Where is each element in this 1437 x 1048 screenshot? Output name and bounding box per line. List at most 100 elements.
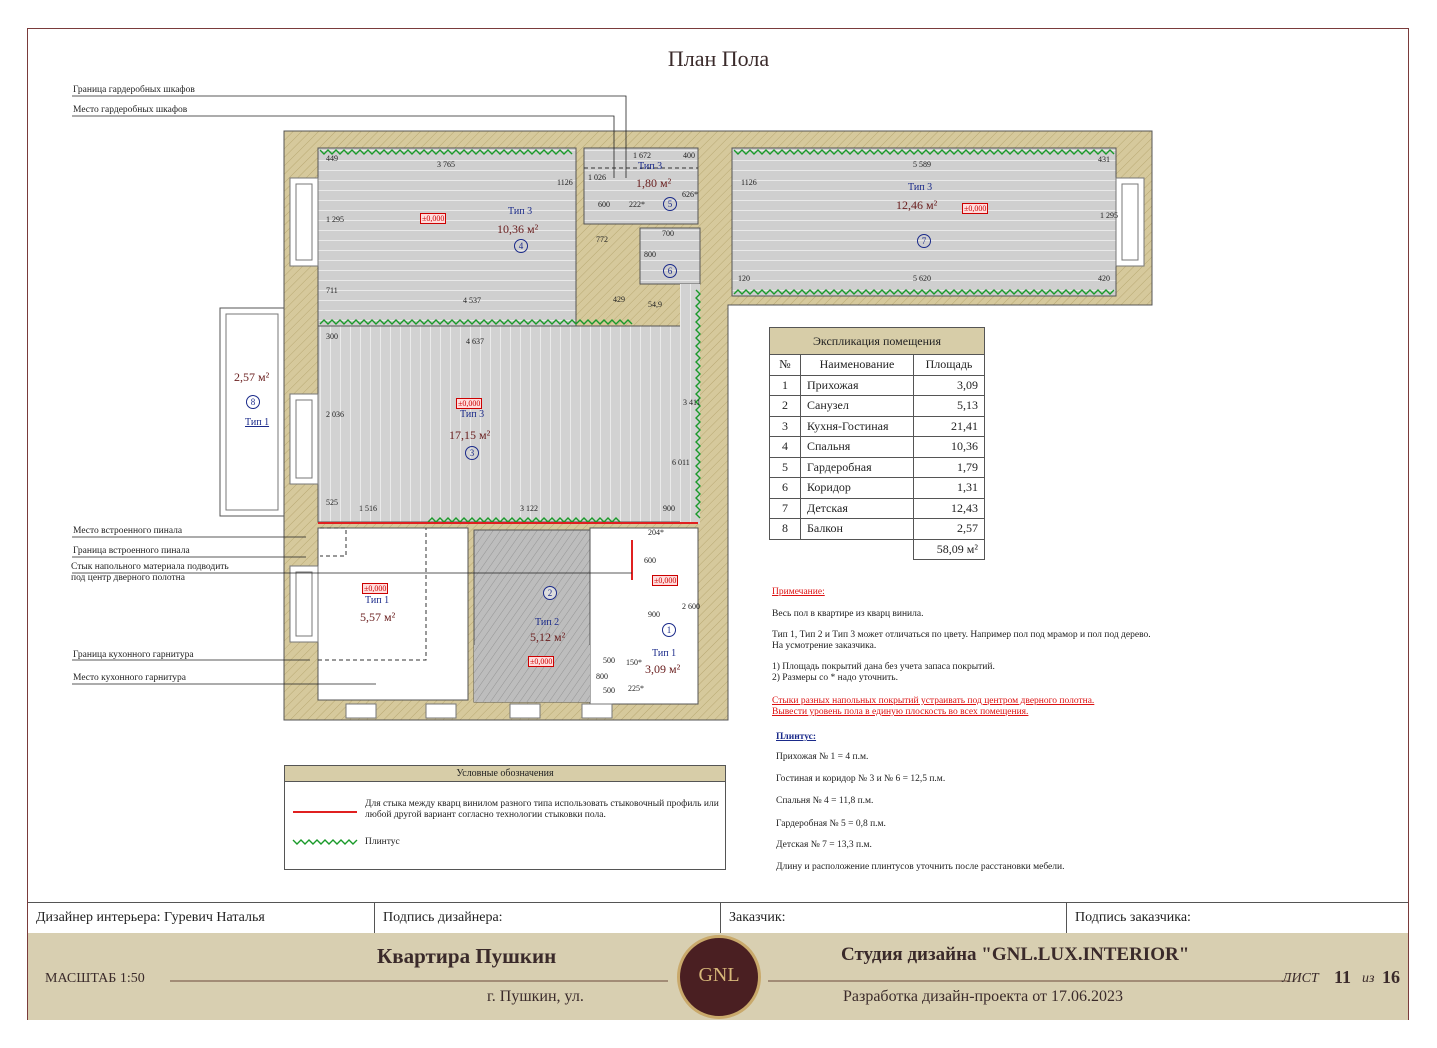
cell: 1: [769, 374, 801, 396]
legend-symbols: [292, 811, 358, 845]
legend-item-plinth: Плинтус: [365, 837, 400, 847]
dim: 204*: [648, 528, 664, 537]
cell: 7: [769, 497, 801, 519]
note-warning: Вывести уровень пола в единую плоскость …: [772, 707, 1029, 717]
callout-wardrobe-place: Место гардеробных шкафов: [73, 105, 188, 115]
dim: 400: [683, 151, 695, 160]
floor-plan: [72, 95, 1153, 721]
dashed-borders: [318, 167, 698, 661]
designer-signature: Подпись дизайнера:: [374, 903, 720, 933]
room-3-num: 3: [465, 446, 479, 460]
cell: Спальня: [800, 436, 914, 458]
dim: 500: [603, 656, 615, 665]
room-4-level: ±0,000: [420, 213, 447, 224]
dim: 711: [326, 286, 338, 295]
dim: 449: [326, 154, 338, 163]
dim: 800: [596, 672, 608, 681]
plinth-item: Спальня № 4 = 11,8 п.м.: [776, 796, 874, 806]
page-title: План Пола: [667, 46, 770, 71]
cell: 6: [769, 477, 801, 499]
cell: 2: [769, 395, 801, 417]
room-2-type: Тип 2: [535, 617, 560, 628]
room-4-area: 10,36 м²: [497, 222, 539, 236]
kitchen-area: 5,57 м²: [360, 610, 396, 624]
cell: 3,09: [913, 374, 985, 396]
plinth-heading: Плинтус:: [776, 732, 817, 742]
room-3-area: 17,15 м²: [449, 428, 491, 442]
cell: 10,36: [913, 436, 985, 458]
room-4-num: 4: [514, 239, 528, 253]
windows: [289, 177, 1145, 719]
callout-kitchen-border: Граница кухонного гарнитура: [73, 650, 194, 660]
sheet-number: 11: [1334, 967, 1352, 987]
legend-title: Условные обозначения: [285, 766, 725, 782]
dim: 5 620: [913, 274, 931, 283]
dim: 525: [326, 498, 338, 507]
cell: 5,13: [913, 395, 985, 417]
cell: 8: [769, 518, 801, 540]
legend-item-joint: Для стыка между кварц винилом разного ти…: [365, 799, 719, 820]
note-warning: Стыки разных напольных покрытий устраива…: [772, 696, 1095, 706]
dim: 500: [603, 686, 615, 695]
cell: Прихожая: [800, 374, 914, 396]
cell: 2,57: [913, 518, 985, 540]
dim: 1126: [557, 178, 573, 187]
room-1-type: Тип 1: [652, 648, 677, 659]
plinth-item: Прихожая № 1 = 4 п.м.: [776, 752, 869, 762]
dim: 1 295: [326, 215, 344, 224]
room-7-floor: [731, 147, 1117, 297]
room-1-bath-overlap: [474, 645, 590, 702]
room-3-type: Тип 3: [460, 409, 485, 420]
callout-builtin-place: Место встроенного пинала: [73, 526, 183, 536]
scale: МАСШТАБ 1:50: [45, 971, 145, 986]
notes-heading: Примечание:: [772, 587, 825, 597]
dim: 120: [738, 274, 750, 283]
room-2-area: 5,12 м²: [530, 630, 566, 644]
note-text: 2) Размеры со * надо уточнить.: [772, 673, 898, 683]
cell: 12,43: [913, 497, 985, 519]
note-text: Весь пол в квартире из кварц винила.: [772, 609, 924, 619]
room-6-num: 6: [663, 264, 677, 278]
dim: 431: [1098, 155, 1110, 164]
callout-leaders: [72, 95, 632, 685]
room-7-num: 7: [917, 234, 931, 248]
cell: Санузел: [800, 395, 914, 417]
room-8-type: Тип 1: [245, 417, 270, 428]
dim: 3 765: [437, 160, 455, 169]
dim: 1 672: [633, 151, 651, 160]
room-8-area: 2,57 м²: [234, 370, 270, 384]
room-3-level: ±0,000: [456, 398, 483, 409]
plinth-item: Гардеробная № 5 = 0,8 п.м.: [776, 819, 886, 829]
room-5-num: 5: [663, 197, 677, 211]
development-date: Разработка дизайн-проекта от 17.06.2023: [843, 988, 1124, 1005]
dim: 1 295: [1100, 211, 1118, 220]
dim: 772: [596, 235, 608, 244]
kitchen-floor: [317, 527, 469, 701]
room-4-type: Тип 3: [508, 206, 533, 217]
dim: 150*: [626, 658, 642, 667]
band-rules: [170, 980, 1288, 982]
col-header: Наименование: [800, 354, 914, 376]
room-4-floor: [317, 147, 577, 327]
note-text: Тип 1, Тип 2 и Тип 3 может отличаться по…: [772, 630, 1151, 640]
callout-wardrobe-border: Граница гардеробных шкафов: [73, 85, 195, 95]
dim: 1 516: [359, 504, 377, 513]
cell: Коридор: [800, 477, 914, 499]
sheet-total: 16: [1382, 967, 1400, 987]
room-7-level: ±0,000: [962, 203, 989, 214]
dim: 54,9: [648, 300, 662, 309]
dim: 1 026: [588, 173, 606, 182]
dim: 900: [648, 610, 660, 619]
dim: 4 537: [463, 296, 481, 305]
total-area: 58,09 м²: [913, 538, 985, 560]
studio-logo: GNL: [677, 935, 761, 1019]
callout-builtin-border: Граница встроенного пинала: [73, 546, 190, 556]
room-5-floor: [583, 147, 699, 225]
legend: Условные обозначения Для стыка между ква…: [284, 765, 726, 870]
total-row: 58,09 м²: [770, 538, 985, 560]
kitchen-type: Тип 1: [365, 595, 390, 606]
